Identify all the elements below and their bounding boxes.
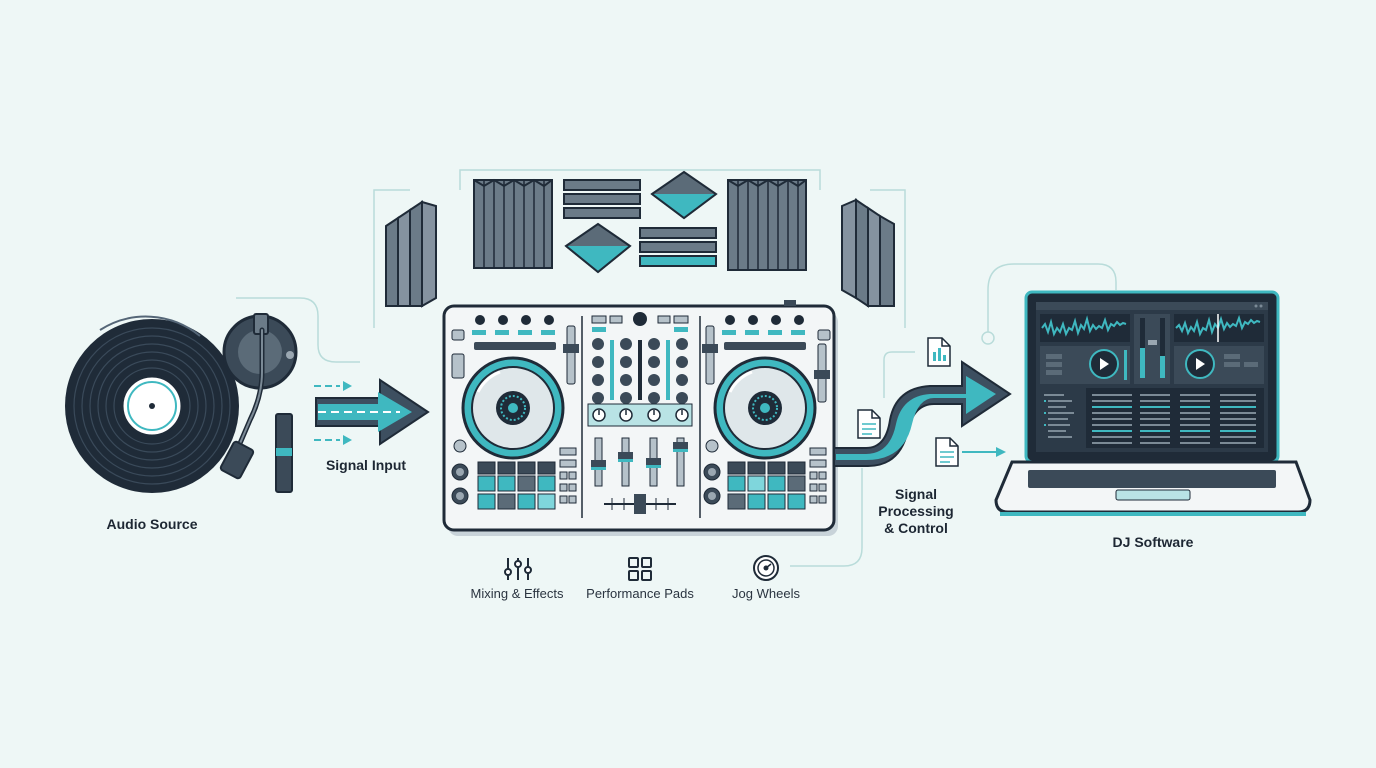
- signal-input-arrow: [314, 378, 430, 446]
- tonearm-icon: [219, 313, 298, 493]
- document-icon: [857, 409, 881, 439]
- pads-grid-icon: [628, 557, 652, 581]
- signal-processing-label: Signal Processing & Control: [878, 486, 954, 536]
- signal-processing-arrow: [833, 360, 1012, 467]
- connector-node: [981, 331, 995, 345]
- audio-source-label: Audio Source: [106, 516, 198, 532]
- vinyl-record-icon: [65, 315, 239, 493]
- dj-software-label: DJ Software: [1112, 534, 1194, 550]
- feature-label-mixing: Mixing & Effects: [470, 586, 564, 601]
- right-jog-wheel: [713, 356, 817, 460]
- document-icon: [935, 437, 1006, 467]
- feature-label-pads: Performance Pads: [586, 586, 694, 601]
- document-icon: [927, 337, 951, 367]
- sliders-icon: [504, 558, 532, 580]
- signal-input-label: Signal Input: [325, 457, 407, 473]
- left-jog-wheel: [461, 356, 565, 460]
- laptop-icon: [994, 290, 1312, 516]
- acoustic-panels: [385, 170, 895, 308]
- dj-controller: [442, 300, 838, 536]
- mixer-section: [587, 312, 693, 514]
- jog-wheel-icon: [753, 555, 779, 581]
- feature-label-jog: Jog Wheels: [732, 586, 800, 601]
- connector-lines: [236, 169, 1117, 567]
